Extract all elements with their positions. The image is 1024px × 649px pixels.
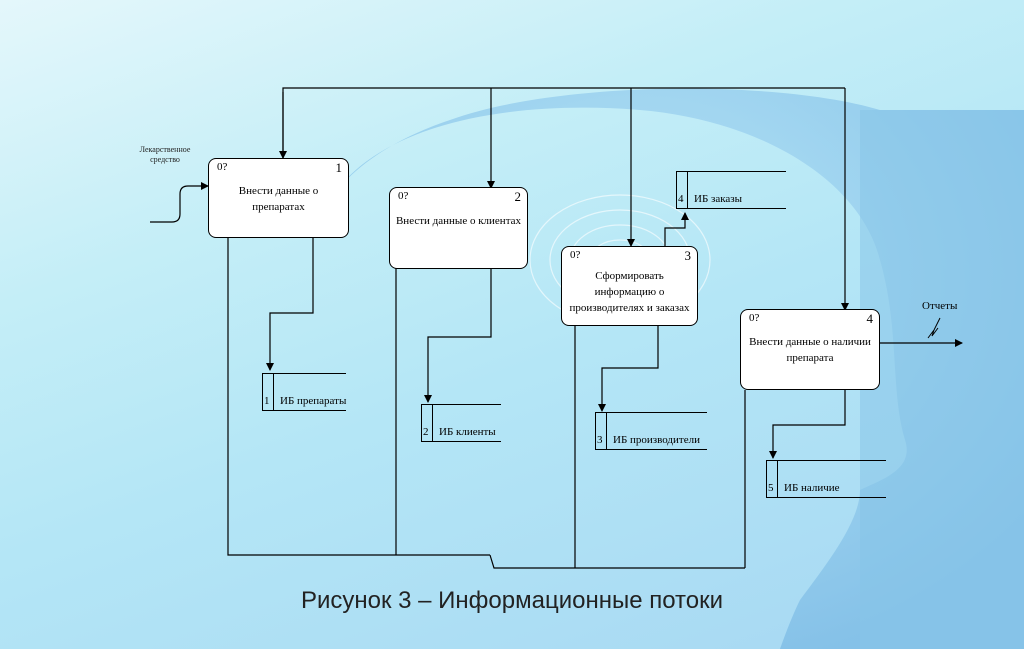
store-name: ИБ препараты bbox=[280, 395, 347, 407]
p4-to-store5 bbox=[769, 390, 846, 459]
input-flow bbox=[150, 182, 209, 223]
process-box-1: 0? 1 Внести данные о препаратах bbox=[208, 158, 349, 238]
output-label-tick bbox=[933, 317, 941, 331]
bottom-line-right bbox=[489, 554, 745, 569]
store-id: 2 bbox=[423, 426, 429, 438]
process-number: 3 bbox=[684, 248, 692, 263]
data-store-5: 5 ИБ наличие bbox=[766, 460, 886, 498]
data-store-3: 3 ИБ производители bbox=[595, 412, 707, 450]
process-title: Внести данные о клиентах bbox=[395, 215, 522, 227]
output-squiggle bbox=[927, 327, 939, 339]
data-store-1: 1 ИБ препараты bbox=[262, 373, 346, 411]
process-cost: 0? bbox=[398, 190, 409, 202]
output-label: Отчеты bbox=[922, 300, 958, 312]
store-name: ИБ клиенты bbox=[439, 426, 496, 438]
store-id: 5 bbox=[768, 482, 774, 494]
data-store-2: 2 ИБ клиенты bbox=[421, 404, 501, 442]
figure-caption: Рисунок 3 – Информационные потоки bbox=[300, 587, 724, 614]
store-id: 4 bbox=[678, 193, 684, 205]
data-store-4: 4 ИБ заказы bbox=[676, 171, 786, 209]
bottom-line-left bbox=[227, 238, 490, 556]
p2-to-store2 bbox=[424, 268, 492, 403]
process-number: 1 bbox=[335, 160, 343, 175]
process-number: 4 bbox=[866, 311, 874, 326]
store-id: 3 bbox=[597, 434, 603, 446]
p1-to-store1 bbox=[266, 238, 314, 371]
process-title: Внести данные о препаратах bbox=[238, 185, 319, 213]
process-cost: 0? bbox=[749, 312, 760, 324]
process-box-4: 0? 4 Внести данные о наличии препарата bbox=[740, 309, 880, 390]
process-title: Сформировать информацию о производителях… bbox=[569, 270, 690, 314]
process-cost: 0? bbox=[570, 249, 581, 261]
process-title: Внести данные о наличии препарата bbox=[749, 336, 871, 364]
process-cost: 0? bbox=[217, 161, 228, 173]
process-number: 2 bbox=[514, 189, 522, 204]
store-name: ИБ заказы bbox=[694, 193, 743, 205]
p3-to-store4 bbox=[664, 212, 689, 248]
top-bus bbox=[282, 87, 845, 160]
process-box-3: 0? 3 Сформировать информацию о производи… bbox=[561, 246, 698, 326]
p3-to-store3 bbox=[598, 325, 659, 412]
store-name: ИБ наличие bbox=[784, 482, 840, 494]
store-name: ИБ производители bbox=[613, 434, 700, 446]
input-label: Лекарственное средство bbox=[139, 145, 191, 164]
process-box-2: 0? 2 Внести данные о клиентах bbox=[389, 187, 528, 269]
store-id: 1 bbox=[264, 395, 270, 407]
